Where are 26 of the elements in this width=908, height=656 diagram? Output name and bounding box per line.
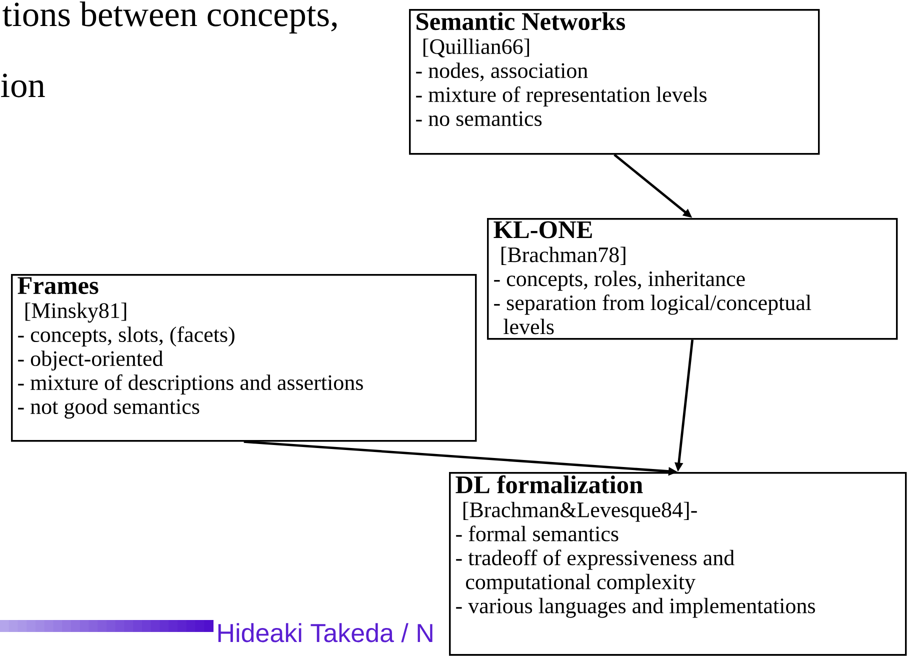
box-title: Frames: [18, 277, 98, 294]
bullet-text: - separation from logical/conceptual levels: [494, 294, 812, 334]
concept-box: [449, 472, 907, 656]
bullet-text: - not good semantics: [18, 398, 200, 419]
bullet-text: - mixture of descriptions and assertions: [18, 374, 363, 395]
bullet-text: - concepts, roles, inheritance: [494, 270, 745, 291]
bullet-text: - various languages and implementations: [456, 598, 815, 618]
bullet-text: - mixture of representation levels: [416, 86, 707, 107]
slide-text: tions between concepts,: [2, 1, 337, 34]
bullet-text: - nodes, association: [416, 62, 588, 82]
bullet-text: - concepts, slots, (facets): [18, 326, 234, 347]
bullet-text: - formal semantics: [456, 526, 618, 542]
box-title: KL-ONE: [494, 221, 592, 238]
concept-box: [409, 8, 820, 155]
concept-box: [11, 274, 477, 442]
concept-box: [487, 218, 898, 340]
bullet-text: - object-oriented: [18, 350, 163, 371]
citation: [Quillian66]: [424, 38, 529, 58]
box-title: Semantic Networks: [416, 12, 626, 30]
slide-text: ion: [1, 74, 45, 98]
box-title: DL formalization: [456, 475, 643, 494]
bullet-text: - tradeoff of expressiveness and computational complexity: [456, 550, 734, 594]
citation: [Brachman&Levesque84]-: [464, 502, 697, 522]
citation: [Brachman78]: [502, 246, 626, 265]
citation: [Minsky81]: [26, 302, 126, 323]
bullet-text: - no semantics: [416, 111, 542, 126]
